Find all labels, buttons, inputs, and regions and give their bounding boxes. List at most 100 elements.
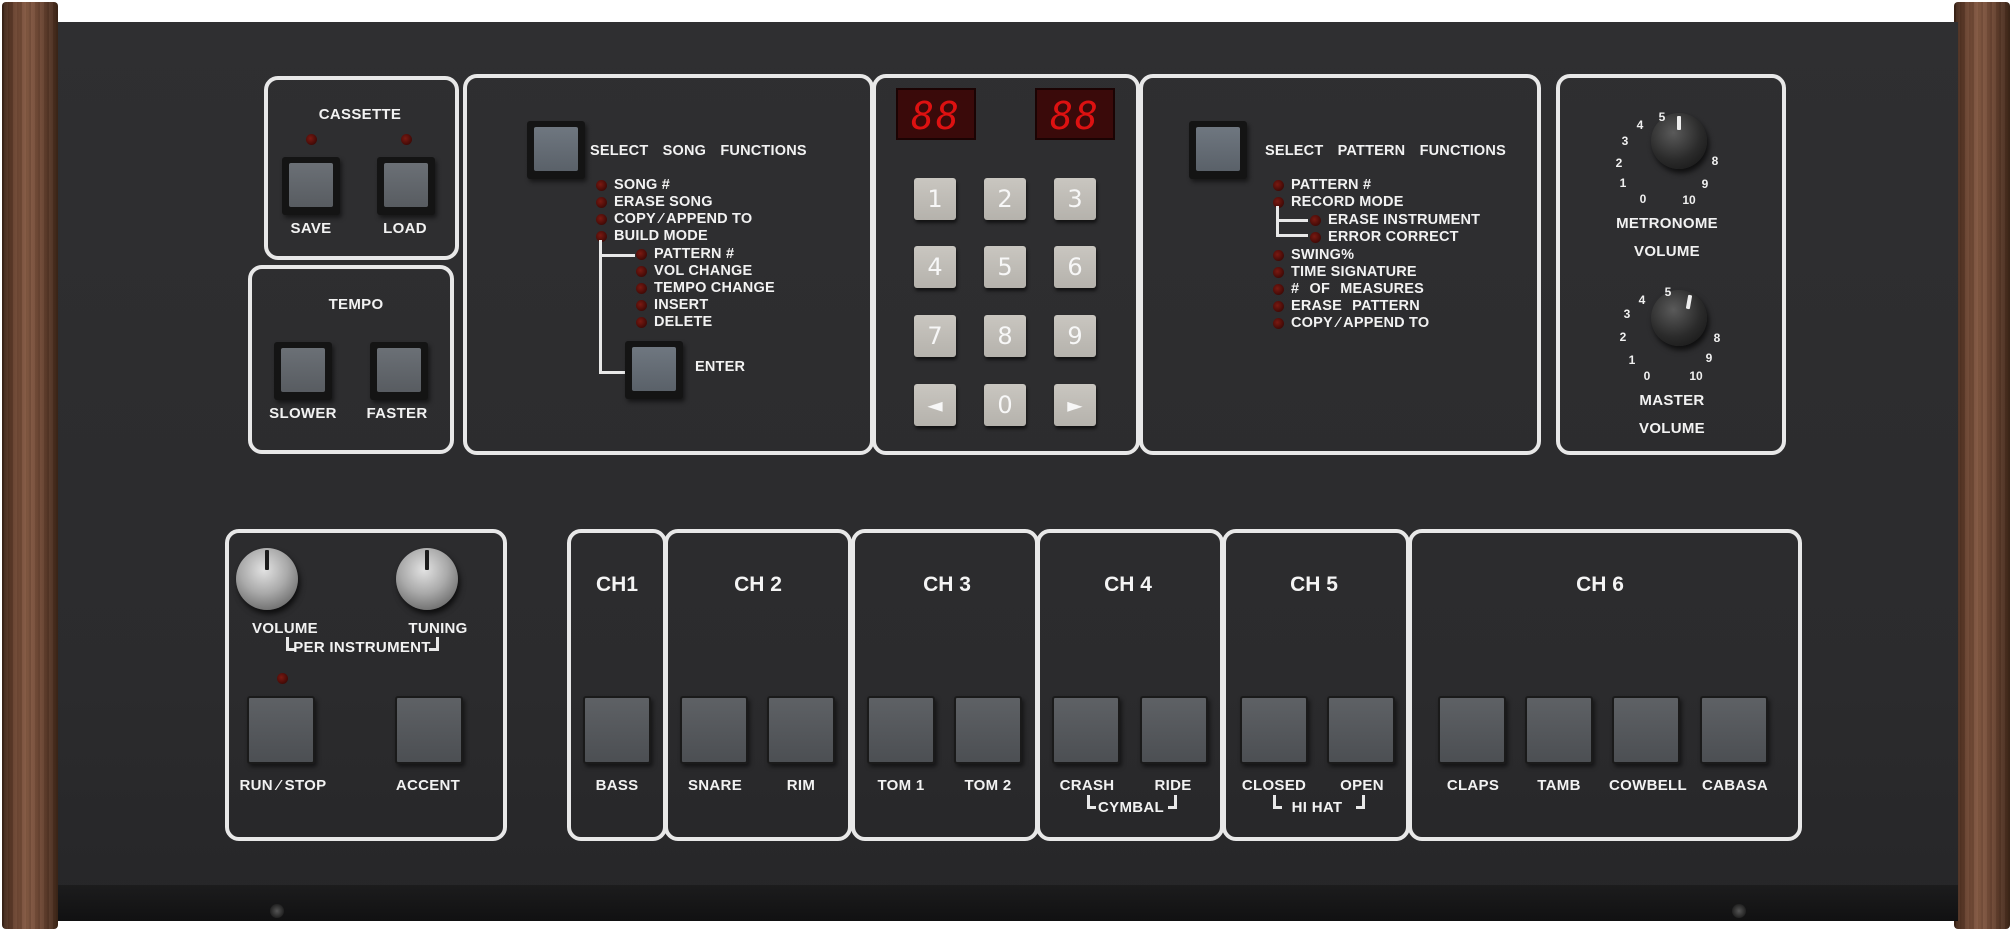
song-number-label: SONG #	[614, 177, 670, 193]
tom1-pad[interactable]	[867, 696, 935, 764]
per-instrument-bracket-left-v	[286, 637, 289, 651]
cymbal-bracket-right-v	[1174, 795, 1177, 809]
number-of-measures-label: # OF MEASURES	[1291, 281, 1425, 297]
song-number-led	[596, 180, 607, 191]
open-hihat-pad[interactable]	[1327, 696, 1395, 764]
tom2-pad[interactable]	[954, 696, 1022, 764]
save-button[interactable]	[282, 157, 340, 215]
key-9[interactable]: 9	[1054, 315, 1096, 357]
cabasa-pad[interactable]	[1700, 696, 1768, 764]
closed-hihat-pad[interactable]	[1240, 696, 1308, 764]
faster-button[interactable]	[370, 342, 428, 400]
cymbal-group-label: CYMBAL	[1098, 799, 1164, 816]
claps-pad[interactable]	[1438, 696, 1506, 764]
hihat-bracket-left-v	[1273, 795, 1276, 809]
key-1[interactable]: 1	[914, 178, 956, 220]
master-tick-4: 4	[1638, 293, 1646, 307]
enter-label: ENTER	[695, 359, 746, 375]
number-of-measures-led	[1273, 284, 1284, 295]
ch4-label: CH 4	[1104, 573, 1152, 596]
master-tick-1: 1	[1628, 353, 1636, 367]
tamb-pad[interactable]	[1525, 696, 1593, 764]
master-tick-3: 3	[1623, 307, 1631, 321]
faster-label: FASTER	[366, 405, 428, 422]
bass-pad[interactable]	[583, 696, 651, 764]
metronome-tick-5: 5	[1658, 110, 1666, 124]
tempo-section	[248, 265, 454, 454]
load-button[interactable]	[377, 157, 435, 215]
metronome-tick-2: 2	[1615, 156, 1623, 170]
error-correct-led	[1310, 232, 1321, 243]
metronome-volume-knob[interactable]	[1651, 113, 1707, 169]
key-6[interactable]: 6	[1054, 246, 1096, 288]
tom2-label: TOM 2	[964, 777, 1012, 794]
run-stop-label: RUN ⁄ STOP	[239, 777, 327, 794]
ch6-label: CH 6	[1576, 573, 1624, 596]
erase-pattern-label: ERASE PATTERN	[1291, 298, 1420, 314]
delete-led	[636, 317, 647, 328]
master-knob-pointer	[1685, 294, 1693, 310]
swing-led	[1273, 250, 1284, 261]
enter-button[interactable]	[625, 341, 683, 399]
slower-button[interactable]	[274, 342, 332, 400]
key-5[interactable]: 5	[984, 246, 1026, 288]
per-instrument-bracket-right-h	[429, 648, 439, 651]
key-7[interactable]: 7	[914, 315, 956, 357]
key-8[interactable]: 8	[984, 315, 1026, 357]
screw-right	[1732, 904, 1746, 918]
select-song-functions-label: SELECT SONG FUNCTIONS	[590, 143, 807, 159]
metronome-tick-8: 8	[1711, 154, 1719, 168]
save-led	[306, 134, 317, 145]
tuning-knob-pointer	[425, 550, 429, 570]
metronome-label: METRONOME	[1616, 215, 1718, 232]
pattern-number-led	[1273, 180, 1284, 191]
build-mode-tree-line	[599, 240, 602, 372]
key-0[interactable]: 0	[984, 384, 1026, 426]
select-pattern-functions-button[interactable]	[1189, 121, 1247, 179]
cymbal-bracket-left-h	[1087, 806, 1096, 809]
pattern-number-label: PATTERN #	[1291, 177, 1372, 193]
rim-pad[interactable]	[767, 696, 835, 764]
key-right-arrow[interactable]: ►	[1054, 384, 1096, 426]
select-song-functions-button[interactable]	[527, 121, 585, 179]
copy-append-song-label: COPY ⁄ APPEND TO	[614, 211, 753, 227]
crash-label: CRASH	[1059, 777, 1115, 794]
delete-label: DELETE	[654, 314, 713, 330]
key-4[interactable]: 4	[914, 246, 956, 288]
record-mode-tree-stub-2	[1276, 234, 1308, 237]
crash-pad[interactable]	[1052, 696, 1120, 764]
tom1-label: TOM 1	[877, 777, 925, 794]
cassette-section	[264, 76, 459, 260]
instrument-volume-knob[interactable]	[236, 548, 298, 610]
master-tick-2: 2	[1619, 330, 1627, 344]
run-stop-button[interactable]	[247, 696, 315, 764]
metronome-tick-3: 3	[1621, 134, 1629, 148]
tempo-title: TEMPO	[328, 296, 384, 313]
instrument-tuning-knob[interactable]	[396, 548, 458, 610]
cowbell-pad[interactable]	[1612, 696, 1680, 764]
master-tick-10: 10	[1689, 369, 1703, 383]
key-left-arrow[interactable]: ◄	[914, 384, 956, 426]
error-correct-label: ERROR CORRECT	[1328, 229, 1459, 245]
master-volume-knob[interactable]	[1651, 290, 1707, 346]
left-wood-side-panel	[2, 2, 58, 929]
cymbal-bracket-left-v	[1087, 795, 1090, 809]
volume-knob-pointer	[265, 550, 269, 570]
closed-label: CLOSED	[1241, 777, 1307, 794]
key-3[interactable]: 3	[1054, 178, 1096, 220]
master-tick-0: 0	[1643, 369, 1651, 383]
pattern-number-build-label: PATTERN #	[654, 246, 735, 262]
cymbal-bracket-right-h	[1168, 806, 1177, 809]
cowbell-label: COWBELL	[1609, 777, 1687, 794]
volume-section	[1556, 74, 1786, 455]
ride-pad[interactable]	[1140, 696, 1208, 764]
right-led-display: 88	[1035, 88, 1115, 140]
insert-label: INSERT	[654, 297, 709, 313]
vol-change-led	[636, 266, 647, 277]
ch3-label: CH 3	[923, 573, 971, 596]
snare-pad[interactable]	[680, 696, 748, 764]
cassette-title: CASSETTE	[318, 106, 402, 123]
metronome-tick-10: 10	[1682, 193, 1696, 207]
key-2[interactable]: 2	[984, 178, 1026, 220]
accent-button[interactable]	[395, 696, 463, 764]
